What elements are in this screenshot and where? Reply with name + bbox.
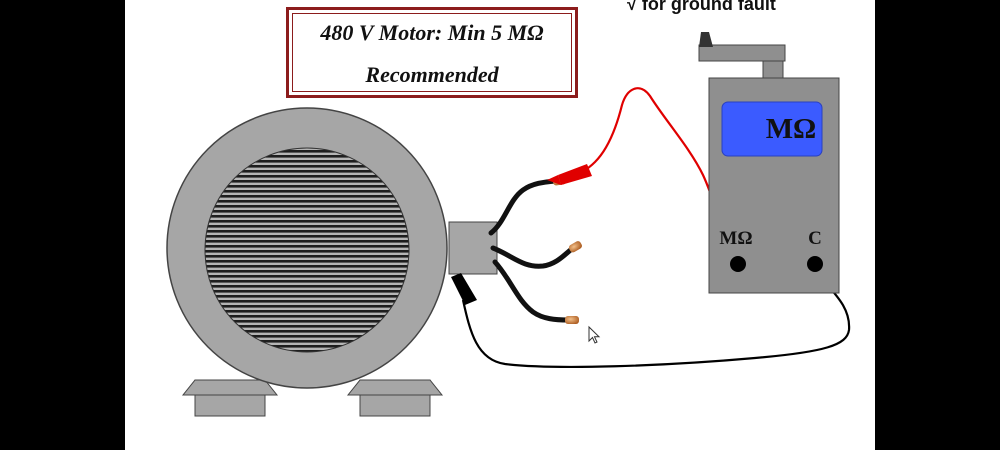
terminal-box [448, 221, 498, 275]
spec-box-line-2: Recommended [365, 62, 499, 87]
spec-box-line-1: 480 V Motor: Min 5 MΩ [320, 20, 544, 45]
meter-hand-crank-knob [699, 32, 713, 47]
motor-lead-3 [492, 259, 572, 323]
terminal-common-jack [807, 256, 823, 272]
megohmmeter: MΩ MΩ C [698, 32, 840, 294]
meter-display-unit: MΩ [766, 113, 817, 145]
motor-lead-1 [488, 178, 558, 236]
meter-display [721, 101, 823, 157]
common-test-lead [461, 269, 851, 368]
motor-foot-right [346, 379, 444, 417]
spec-box-inner-border [292, 13, 572, 92]
motor-foot-left [181, 379, 279, 417]
conductor-tip-2 [568, 241, 582, 253]
meter-hand-crank-base [762, 59, 784, 81]
ground-fault-caption: √ for ground fault [627, 0, 776, 14]
terminal-label-common: C [808, 228, 822, 249]
meter-hand-crank-arm [698, 44, 786, 62]
common-lead-clip [451, 273, 477, 305]
mouse-cursor-icon [588, 325, 601, 344]
terminal-megohm-jack [730, 256, 746, 272]
positive-lead-clip-jaw [547, 175, 561, 185]
slide: MΩ MΩ C √ for ground fault 480 V Motor: … [125, 0, 875, 450]
motor-test-diagram: MΩ MΩ C [166, 32, 851, 417]
motor-leads [488, 178, 576, 323]
spec-box: 480 V Motor: Min 5 MΩ Recommended [286, 7, 578, 98]
motor-lead-2 [490, 245, 576, 269]
terminal-label-megohm: MΩ [719, 228, 752, 249]
motor-stator-windings [204, 147, 410, 353]
conductor-tip-3 [565, 316, 579, 324]
positive-lead-clip [558, 164, 592, 185]
